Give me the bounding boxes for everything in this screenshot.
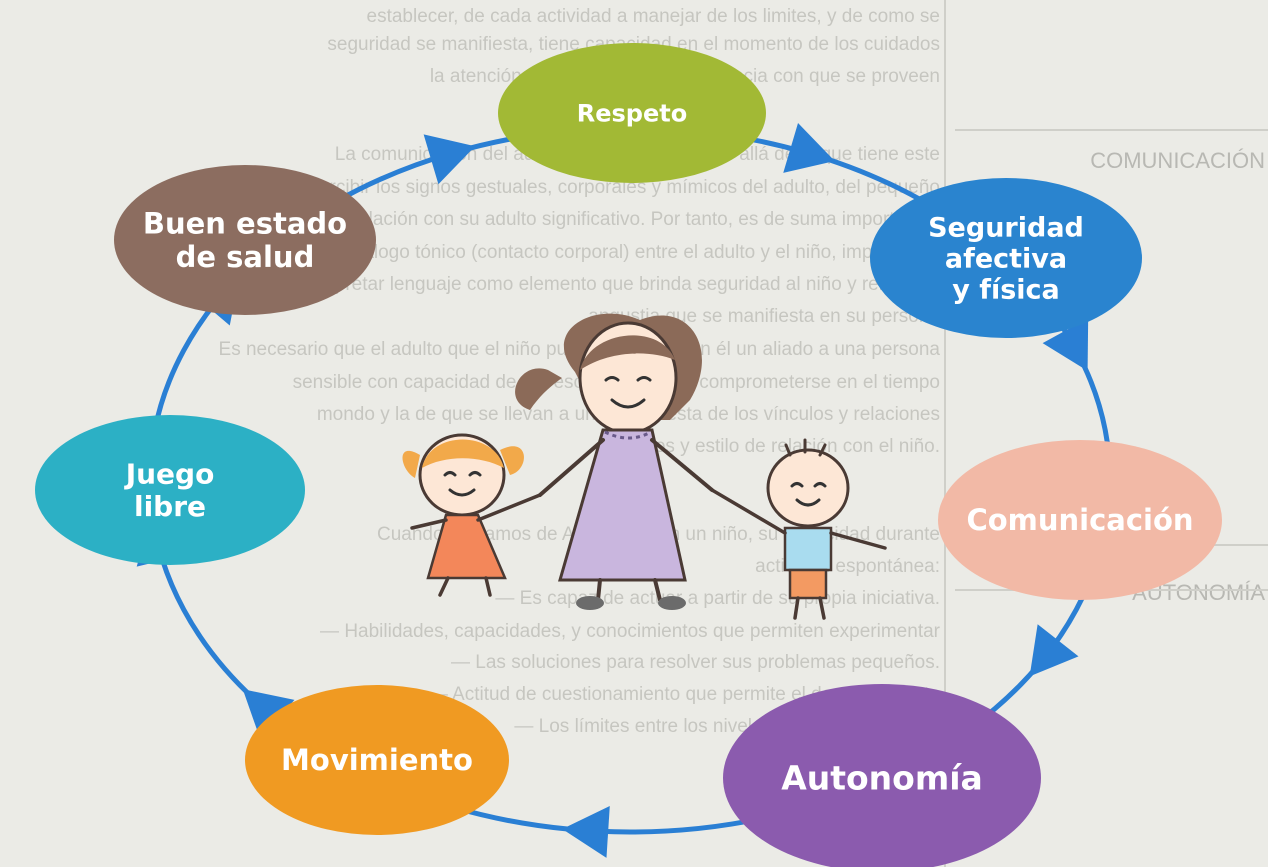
background-text-line: el diálogo tónico (contacto corporal) en… [328,242,940,263]
background-text-line: — Las soluciones para resolver sus probl… [451,652,940,673]
cycle-arrow-icon [783,123,835,173]
cycle-node-autonomia: Autonomía [723,684,1041,867]
background-side-label: COMUNICACIÓN [1090,148,1265,173]
cycle-node-shape [114,165,376,315]
cycle-node-shape [938,440,1222,600]
cycle-arrow-icon [423,134,476,185]
background-text-line: actividad espontánea: [755,556,940,577]
mother-figure-icon [515,313,714,610]
background-text-line: la relación con su adulto significativo.… [332,209,941,230]
cycle-node-comunicacion: Comunicación [938,440,1222,600]
background-text-line: establecer, de cada actividad a manejar … [367,6,940,27]
cycle-node-label: Movimiento [281,743,473,777]
cycle-arrow-icon [562,805,610,858]
cycle-node-label: Comunicación [966,503,1193,537]
background-text-line: vínculos y estilo de relación con el niñ… [605,436,940,457]
cycle-node-shape [498,43,766,183]
boy-figure-icon [710,438,887,620]
cycle-node-shape [723,684,1041,867]
cycle-node-label: Respeto [577,99,687,127]
background-text-line: interpretar lenguaje como elemento que b… [298,274,940,295]
cycle-node-label: Autonomía [781,759,983,798]
cycle-arrow-icon [242,689,295,739]
girl-figure-icon [402,433,542,597]
cycle-arrow-icon [1042,318,1089,371]
background-text-line: — Es capaz de actuar a partir de su prop… [495,588,940,609]
cycle-node-shape [245,685,509,835]
cycle-node-movimiento: Movimiento [245,685,509,835]
cycle-node-respeto: Respeto [498,43,766,183]
cycle-node-shape [870,178,1142,338]
background-text-line: — Habilidades, capacidades, y conocimien… [320,621,941,642]
background-text-line: percibir los signos gestuales, corporale… [308,177,940,198]
cycle-arrow-icon [1029,624,1079,677]
family-holding-hands-icon [402,313,887,620]
cycle-node-shape [35,415,305,565]
